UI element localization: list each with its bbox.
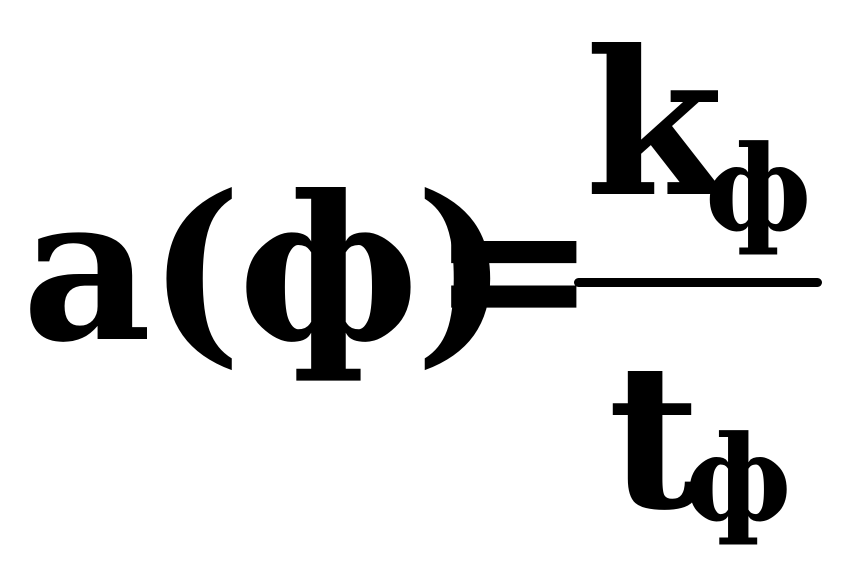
denominator-subscript: ф xyxy=(685,409,792,548)
formula-lhs: a(ф) xyxy=(22,152,509,387)
fraction-bar xyxy=(574,278,822,287)
denominator-symbol: t xyxy=(608,320,701,555)
numerator-symbol: k xyxy=(585,7,724,242)
equals-sign: = xyxy=(430,150,598,385)
numerator-subscript: ф xyxy=(705,119,812,258)
